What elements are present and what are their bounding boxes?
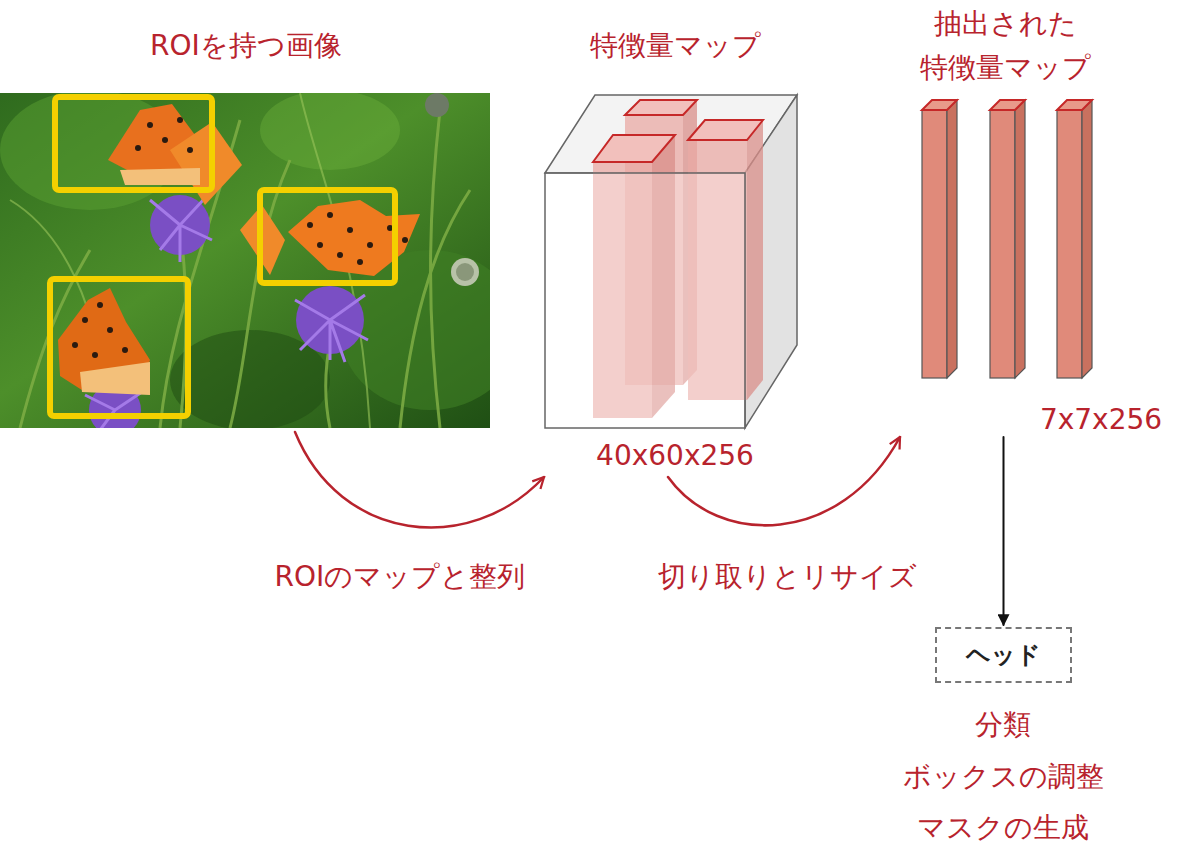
box-text: ヘッド: [966, 640, 1041, 670]
roi-box: [50, 97, 395, 416]
image-panel: ROIを持つ画像: [0, 20, 492, 430]
dimension-label: 7x7x256: [1030, 400, 1172, 440]
edge-label: ROIのマップと整列: [230, 557, 570, 597]
roi-feature-bar: [922, 100, 1092, 378]
extracted-maps-panel: 抽出された 特徴量マップ7x7x256: [900, 0, 1175, 435]
flow-arrow: [1003, 437, 1005, 625]
flow-arrow: [295, 432, 544, 528]
panel-title: 抽出された 特徴量マップ: [900, 2, 1110, 90]
butterfly-photo: [0, 93, 490, 428]
output-label: 分類: [853, 705, 1153, 745]
panel-title: ROIを持つ画像: [0, 26, 492, 66]
head-box: ヘッド: [935, 627, 1072, 683]
output-label: ボックスの調整: [853, 757, 1153, 797]
output-label: マスクの生成: [853, 808, 1153, 845]
panel-title: 特徴量マップ: [540, 26, 810, 66]
edge-label: 切り取りとリサイズ: [617, 557, 957, 597]
feature-map-panel: 特徴量マップ 40x60x256: [540, 20, 810, 475]
dimension-label: 40x60x256: [540, 436, 810, 476]
feature-cube: [545, 95, 797, 428]
